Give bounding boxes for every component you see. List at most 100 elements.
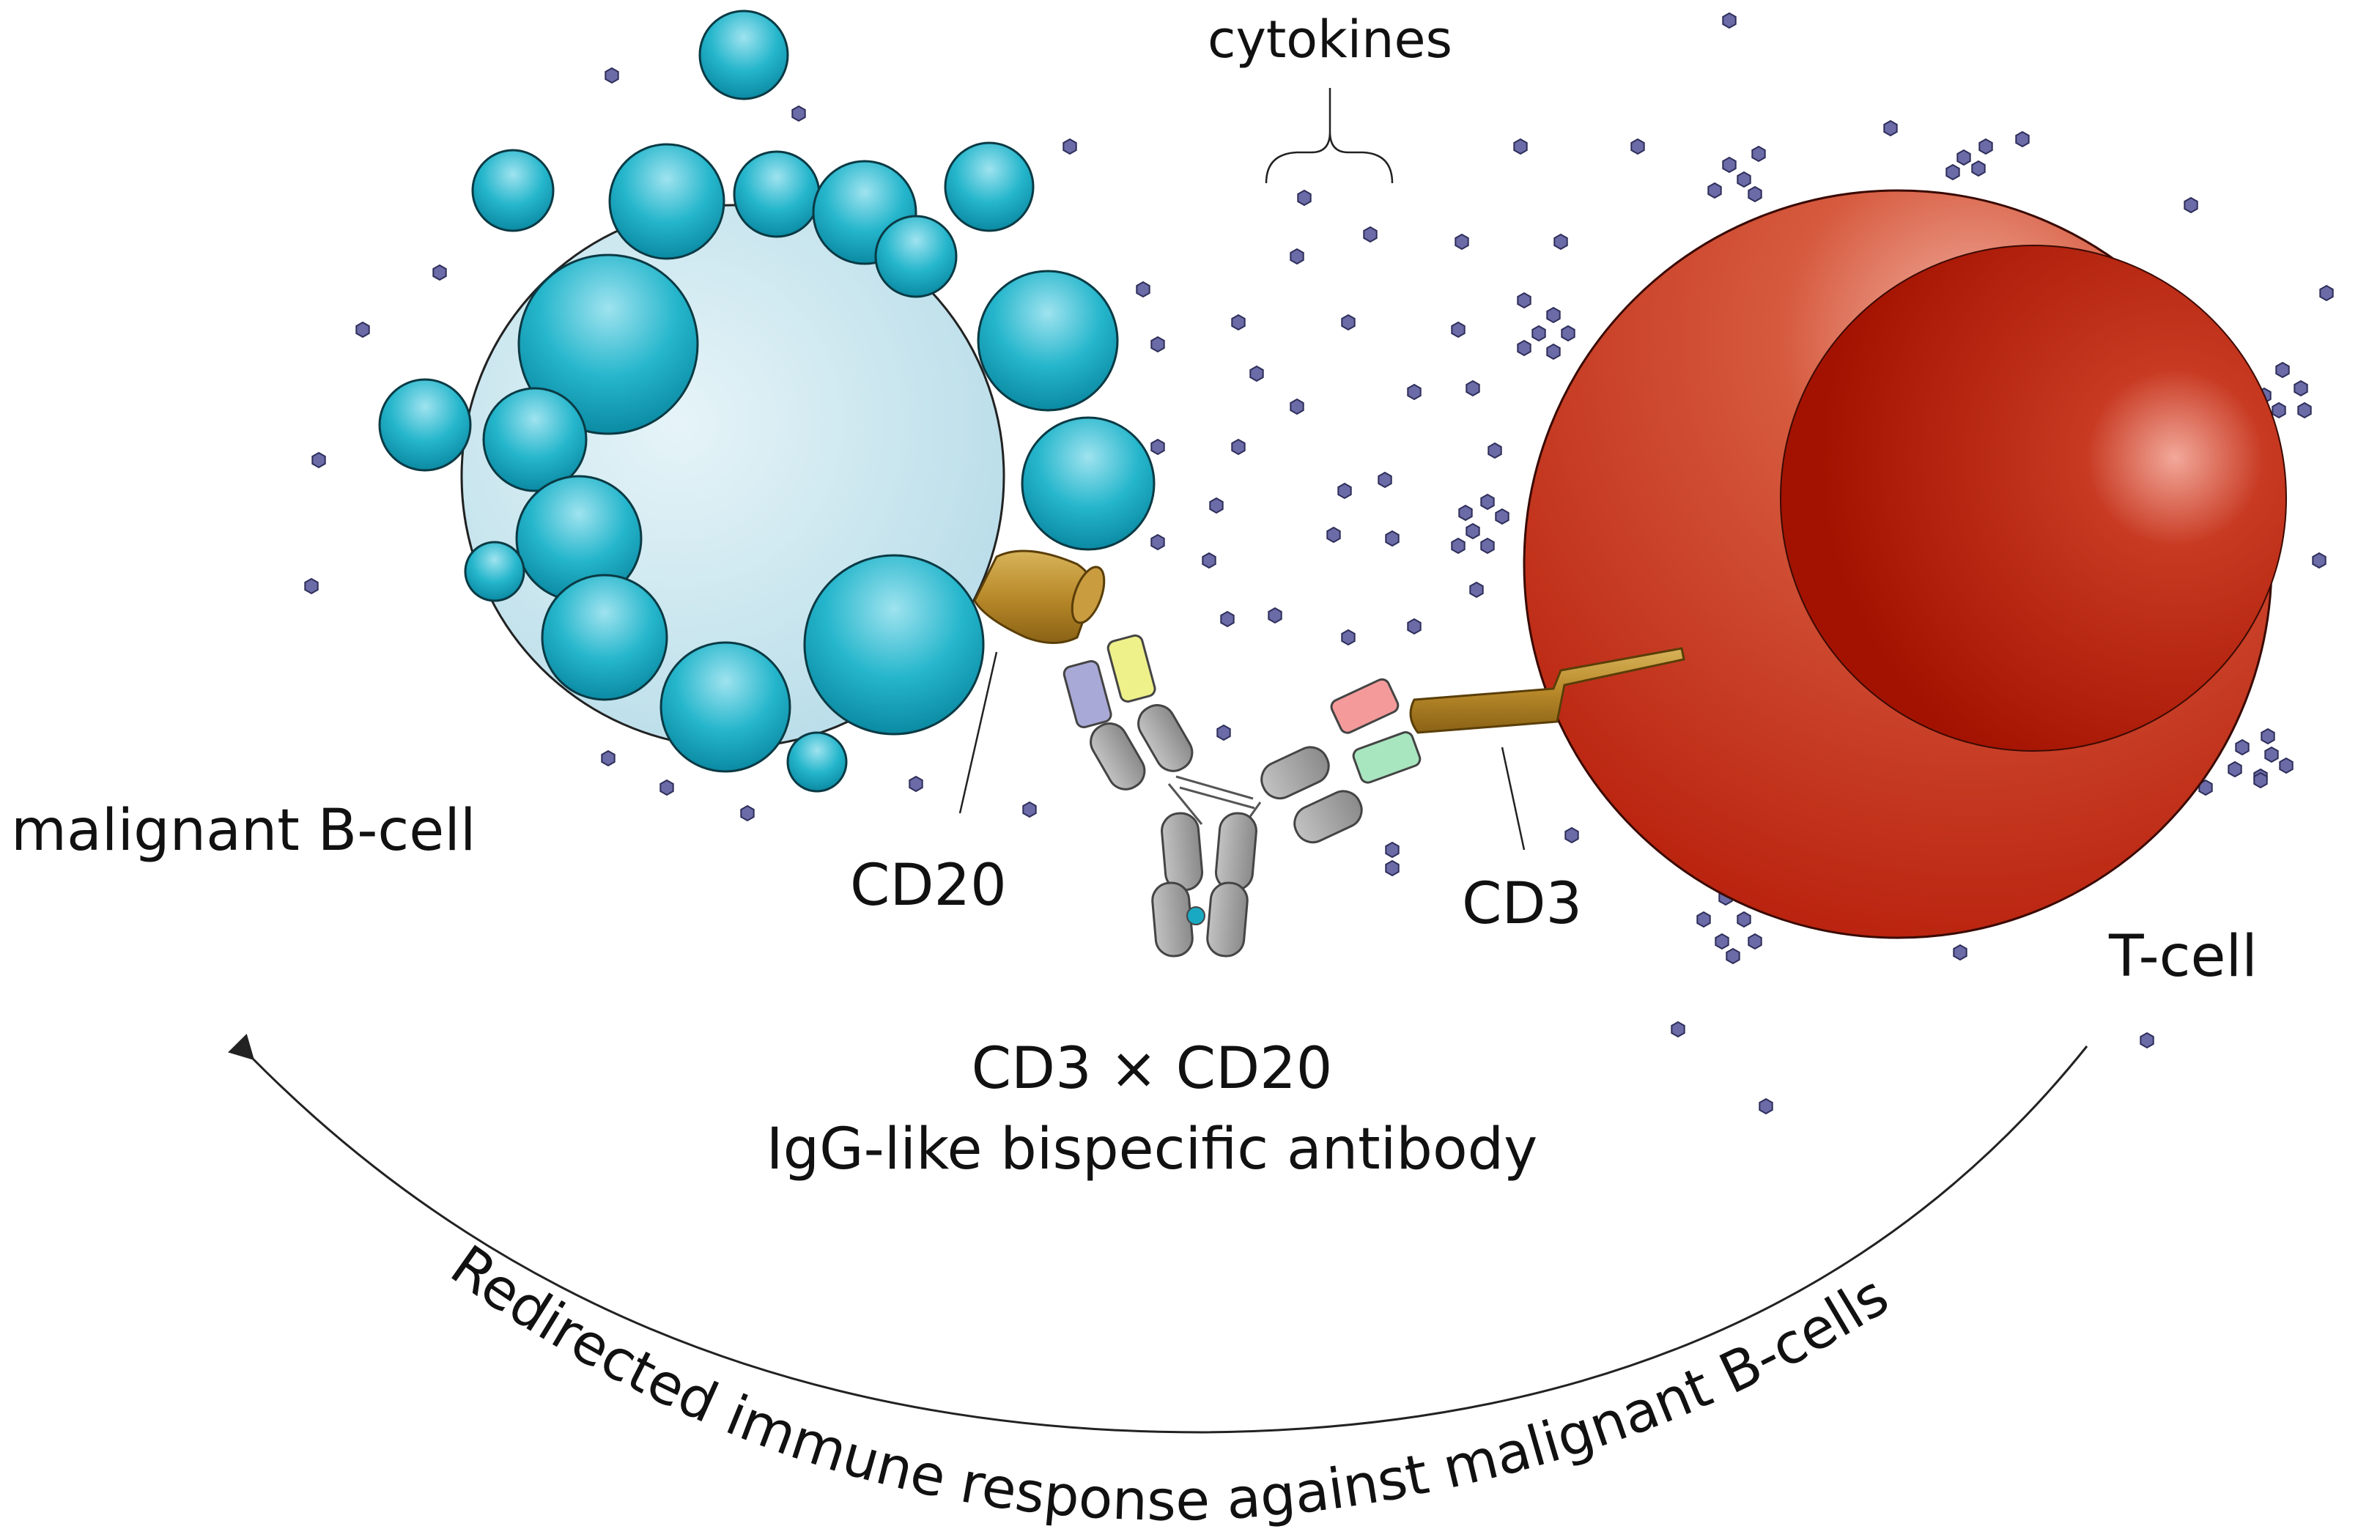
cytokine-hexagon — [1759, 1097, 1773, 1115]
cytokine-particles — [304, 12, 2334, 1115]
cytokine-hexagon — [1458, 504, 1473, 522]
cytokine-hexagon — [1150, 533, 1165, 551]
cytokine-hexagon — [1209, 497, 1224, 514]
cd3-receptor — [1409, 647, 1685, 734]
b-cell-bleb — [944, 141, 1035, 232]
cytokine-hexagon — [1707, 182, 1722, 199]
b-cell-bleb — [874, 215, 958, 298]
cytokine-hexagon — [2279, 757, 2294, 774]
cytokine-hexagon — [1455, 233, 1469, 251]
cytokine-hexagon — [659, 779, 674, 796]
cytokine-hexagon — [1517, 339, 1531, 357]
arc-caption: Redirected immune response against malig… — [440, 1232, 1899, 1533]
cytokine-hexagon — [1480, 537, 1495, 555]
cytokine-hexagon — [2275, 361, 2290, 379]
leader-lines — [958, 88, 1526, 851]
cytokine-hexagon — [740, 804, 755, 822]
cytokines-bracket — [1265, 88, 1394, 184]
t-cell-label: T-cell — [2108, 924, 2258, 990]
cytokine-hexagon — [1231, 314, 1246, 331]
cytokine-hexagon — [2297, 401, 2312, 419]
cd20-leader-line — [958, 651, 998, 814]
b-cell-bleb — [977, 270, 1119, 412]
t-cell — [1523, 189, 2287, 939]
b-cell-bleb — [698, 10, 789, 100]
cytokine-hexagon — [1062, 138, 1077, 155]
cytokine-hexagon — [1722, 156, 1737, 174]
cytokine-hexagon — [1466, 522, 1480, 540]
cytokine-hexagon — [1748, 185, 1762, 203]
cytokine-hexagon — [355, 321, 370, 338]
cytokine-hexagon — [1451, 321, 1466, 338]
b-cell-bleb — [464, 541, 525, 602]
cytokine-hexagon — [1883, 119, 1898, 137]
cytokine-hexagon — [1480, 493, 1495, 511]
cytokine-hexagon — [1751, 145, 1766, 163]
cytokine-hexagon — [1748, 933, 1762, 950]
b-cell-bleb — [1021, 416, 1156, 551]
cytokine-hexagon — [1956, 149, 1971, 166]
cytokine-hexagon — [605, 67, 619, 84]
cytokine-hexagon — [1202, 552, 1216, 569]
cytokine-hexagon — [1216, 724, 1231, 741]
cytokine-hexagon — [1722, 12, 1737, 29]
cytokine-hexagon — [1945, 163, 1960, 181]
cd3-leader-line — [1501, 747, 1526, 851]
cytokine-hexagon — [1326, 526, 1341, 544]
b-cell-bleb — [659, 641, 791, 773]
cytokine-hexagon — [1978, 138, 1993, 155]
cytokine-hexagon — [1341, 629, 1356, 646]
cytokine-hexagon — [1290, 248, 1304, 265]
cytokine-hexagon — [1220, 610, 1235, 628]
cytokine-hexagon — [1341, 314, 1356, 331]
cd20-label: CD20 — [850, 853, 1007, 919]
cytokine-hexagon — [1953, 944, 1967, 961]
b-cell-bleb — [541, 574, 668, 701]
cytokine-hexagon — [1268, 607, 1282, 624]
b-cell-bleb — [733, 150, 821, 238]
cytokine-hexagon — [2264, 746, 2279, 763]
cytokine-hexagon — [1385, 530, 1400, 547]
cytokine-hexagon — [1150, 438, 1165, 456]
cytokine-hexagon — [304, 577, 319, 595]
cytokine-hexagon — [2319, 284, 2334, 302]
cytokine-hexagon — [311, 451, 326, 469]
cytokine-hexagon — [2312, 552, 2327, 569]
cytokine-hexagon — [2140, 1032, 2154, 1049]
b-cell-bleb — [803, 554, 985, 736]
cytokine-hexagon — [1022, 801, 1037, 818]
cytokine-hexagon — [1136, 281, 1150, 298]
cytokine-hexagon — [1671, 1021, 1685, 1038]
b-cell-bleb — [608, 143, 725, 260]
cytokine-hexagon — [2228, 760, 2242, 778]
cytokines-label: cytokines — [1208, 10, 1452, 70]
antibody-description-label: IgG-like bispecific antibody — [766, 1117, 1538, 1182]
cytokine-hexagon — [2015, 130, 2030, 148]
cytokine-hexagon — [1630, 138, 1645, 155]
cytokine-hexagon — [1495, 508, 1509, 525]
cytokine-hexagon — [791, 105, 806, 122]
cytokine-hexagon — [1531, 325, 1546, 342]
cytokine-hexagon — [1488, 442, 1502, 459]
cytokine-hexagon — [1726, 947, 1740, 965]
cytokine-hexagon — [1696, 911, 1711, 928]
cytokine-hexagon — [1451, 537, 1466, 555]
cytokine-hexagon — [1546, 343, 1561, 360]
cytokine-hexagon — [1249, 365, 1264, 382]
cytokine-hexagon — [1290, 398, 1304, 415]
cytokine-hexagon — [1407, 383, 1422, 401]
cd20-receptor — [973, 549, 1106, 644]
cd3-label: CD3 — [1462, 871, 1582, 937]
cytokine-hexagon — [601, 749, 616, 767]
arc-caption-text: Redirected immune response against malig… — [440, 1232, 1899, 1533]
cytokine-hexagon — [1385, 841, 1400, 859]
cytokine-hexagon — [432, 264, 447, 281]
cytokine-hexagon — [1517, 292, 1531, 309]
cytokine-hexagon — [2272, 401, 2286, 419]
cytokine-hexagon — [1469, 581, 1484, 599]
cytokine-hexagon — [1715, 933, 1729, 950]
cytokine-hexagon — [2253, 771, 2268, 789]
cytokine-hexagon — [1546, 306, 1561, 324]
